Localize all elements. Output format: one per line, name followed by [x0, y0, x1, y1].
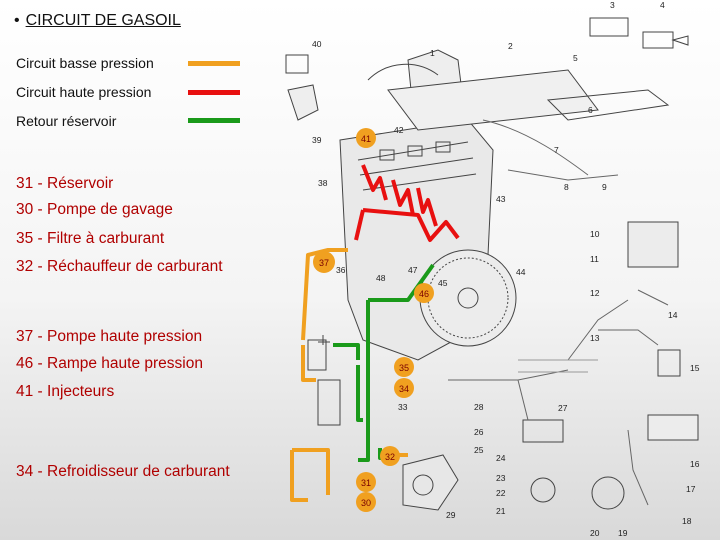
- badge-34: 34: [394, 378, 414, 398]
- part-number: 8: [564, 182, 569, 192]
- part-number: 20: [590, 528, 600, 538]
- component-41: 41 - Injecteurs: [16, 383, 115, 400]
- svg-text:41: 41: [361, 134, 371, 144]
- part-number: 13: [590, 333, 600, 343]
- legend-high-pressure-label: Circuit haute pression: [16, 84, 152, 100]
- component-30: 30 - Pompe de gavage: [16, 201, 173, 218]
- high-pressure-line: [354, 164, 460, 242]
- component-37: 37 - Pompe haute pression: [16, 328, 203, 345]
- svg-text:46: 46: [419, 289, 429, 299]
- component-35: 35 - Filtre à carburant: [16, 230, 165, 247]
- part-number: 3: [610, 0, 615, 10]
- part-number: 11: [590, 254, 599, 264]
- part-number: 39: [312, 135, 322, 145]
- part-number: 28: [474, 402, 484, 412]
- part-number: 22: [496, 488, 506, 498]
- part-number: 48: [376, 273, 386, 283]
- part-number: 26: [474, 427, 484, 437]
- legend-high-pressure-swatch: [188, 90, 240, 95]
- svg-text:32: 32: [385, 452, 395, 462]
- badge-37: 37: [313, 251, 335, 273]
- badge-30: 30: [356, 492, 376, 512]
- legend-low-pressure-swatch: [188, 61, 240, 66]
- part-number: 5: [573, 53, 578, 63]
- svg-text:34: 34: [399, 384, 409, 394]
- title-bullet: •: [14, 12, 20, 29]
- part-number: 4: [660, 0, 665, 10]
- part-number: 9: [602, 182, 607, 192]
- svg-text:35: 35: [399, 363, 409, 373]
- part-number: 15: [690, 363, 700, 373]
- engine-drawing: [285, 17, 699, 511]
- part-numbers: 1 2 3 4 5 6 7 8 9 10 11 12 13 14 15 16 1…: [312, 0, 700, 538]
- part-number: 24: [496, 453, 506, 463]
- svg-text:37: 37: [319, 258, 329, 268]
- component-34: 34 - Refroidisseur de carburant: [16, 463, 230, 480]
- legend-return-label: Retour réservoir: [16, 113, 117, 129]
- part-number: 38: [318, 178, 328, 188]
- part-number: 25: [474, 445, 484, 455]
- legend-low-pressure-label: Circuit basse pression: [16, 55, 154, 71]
- legend-return-swatch: [188, 118, 240, 123]
- badge-35: 35: [394, 357, 414, 377]
- svg-text:30: 30: [361, 498, 371, 508]
- fuel-circuit-diagram: 41 37 46 35 34 32 31 30 1 2 3 4 5 6 7 8 …: [285, 0, 700, 538]
- component-32: 32 - Réchauffeur de carburant: [16, 258, 223, 275]
- part-number: 7: [554, 145, 559, 155]
- part-number: 12: [590, 288, 600, 298]
- slide-title: • CIRCUIT DE GASOIL: [14, 12, 185, 30]
- part-number: 16: [690, 459, 700, 469]
- part-number: 2: [508, 41, 513, 51]
- part-number: 45: [438, 278, 448, 288]
- part-number: 42: [394, 125, 404, 135]
- badge-41: 41: [356, 128, 376, 148]
- part-number: 40: [312, 39, 322, 49]
- part-number: 44: [516, 267, 526, 277]
- part-number: 17: [686, 484, 696, 494]
- badge-32: 32: [380, 446, 400, 466]
- part-number: 1: [430, 48, 435, 58]
- title-text: CIRCUIT DE GASOIL: [25, 12, 181, 29]
- svg-text:31: 31: [361, 478, 371, 488]
- part-number: 29: [446, 510, 456, 520]
- part-number: 21: [496, 506, 506, 516]
- part-number: 23: [496, 473, 506, 483]
- part-number: 33: [398, 402, 408, 412]
- part-number: 10: [590, 229, 600, 239]
- part-number: 43: [496, 194, 506, 204]
- part-number: 27: [558, 403, 568, 413]
- part-number: 18: [682, 516, 692, 526]
- component-31: 31 - Réservoir: [16, 175, 114, 192]
- part-number: 47: [408, 265, 418, 275]
- badge-46: 46: [414, 283, 434, 303]
- badge-31: 31: [356, 472, 376, 492]
- return-line: [333, 263, 435, 462]
- component-46: 46 - Rampe haute pression: [16, 355, 203, 372]
- part-number: 19: [618, 528, 628, 538]
- part-number: 6: [588, 105, 593, 115]
- part-number: 36: [336, 265, 346, 275]
- part-number: 14: [668, 310, 678, 320]
